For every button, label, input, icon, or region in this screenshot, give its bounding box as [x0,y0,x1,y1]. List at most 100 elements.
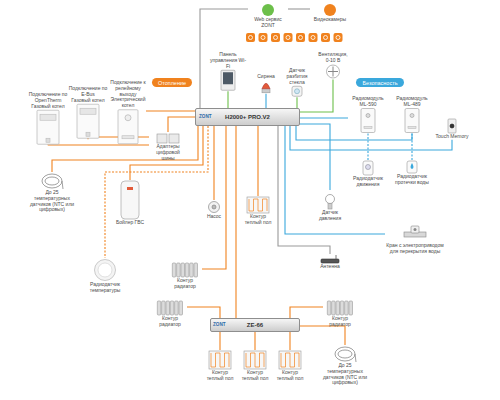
device-node: Подключение к релейному выходуЭлектричес… [110,80,146,145]
connector-line [202,126,226,269]
device-node: До 25 температурных датчиков (NTC или ци… [320,345,370,386]
leak-icon [407,161,417,173]
device-node: Контур теплый пол [275,350,305,382]
node-text: Безопасность [362,80,397,86]
pump-icon [209,202,220,213]
icon-slot [334,346,356,362]
icon-slot [324,4,336,16]
icon-slot [405,109,419,133]
icon-slot [244,351,266,369]
device-node: Видеокамеры [310,3,350,23]
brand-label: ZONT [199,114,212,119]
device-node: Контур теплый пол [205,350,235,382]
radiator-icon [157,301,182,315]
node-text: До 25 температурных датчиков (NTC или ци… [320,363,370,386]
node-text: Адаптеры цифровой шины [149,144,187,161]
icon-slot [321,255,339,263]
connector-line [278,126,330,254]
node-text: Датчик разбития стекла [281,68,313,85]
icon-slot [209,351,231,369]
node-text: Контур теплый пол [240,370,270,382]
coil-icon [335,347,356,362]
device-node: Антенна [315,254,345,270]
device-node: Датчик разбития стекла [281,68,313,97]
icon-slot [407,161,417,173]
node-text: Панель управления Wi-Fi [208,52,248,69]
device-node: Подключение по OpenThermГазовый котел [28,92,68,145]
icon-slot [404,226,426,242]
feature-glyph [286,36,290,40]
radcircle-icon [95,260,116,281]
module-icon [361,109,375,133]
device-node: Радиомодуль ML-590 [348,96,388,134]
device-node: Радиомодуль ML-489 [392,96,432,134]
node-text: Газовый котел [71,98,104,104]
node-text: Радиодатчик температуры [83,282,127,294]
device-node: Контур радиатор [153,300,187,328]
boiler-icon [37,110,59,144]
valve-icon [404,226,426,237]
icon-slot [247,197,269,213]
node-text: Кран с электроприводом для перекрытия во… [385,243,445,255]
node-text: Отопление [158,80,186,86]
device-node: Адаптеры цифровой шины [149,132,187,161]
glass-icon [292,86,302,96]
device-node: Датчик давления [313,190,347,222]
icon-slot [94,259,116,281]
connector-line [213,126,214,200]
circG-icon [262,4,274,16]
connector-line [265,94,266,108]
icon-slot [157,301,183,315]
feature-icon [246,33,255,42]
icon-slot [118,110,138,144]
connector-line [300,80,333,113]
node-text: Электрический котел [110,97,146,109]
node-text: Видеокамеры [314,17,346,23]
connector-line [200,9,248,108]
device-node: Контур теплый пол [240,350,270,382]
node-text: Контур теплый пол [205,370,235,382]
feature-icon [284,33,293,42]
icon-slot [326,65,340,79]
device-node: Панель управления Wi-Fi [208,52,248,91]
feature-icon [259,33,268,42]
connector-line [187,307,220,318]
circO-icon [324,4,336,16]
device-node: Кран с электроприводом для перекрытия во… [385,225,445,255]
icon-slot [448,119,456,133]
coil-icon [42,174,63,189]
motion-icon [363,161,373,175]
module-icon [405,109,419,133]
connector-line [300,124,330,190]
feature-glyph [336,36,340,40]
floor-icon [209,351,231,369]
icon-slot [121,181,139,219]
node-text: До 25 температурных датчиков (NTC или ци… [27,190,77,213]
connector-line [219,332,220,350]
node-text: ZE-66 [247,322,263,329]
eboiler-icon [118,110,138,144]
connector-line [48,144,149,145]
connector-line [290,307,323,318]
icon-slot [279,351,301,369]
siren-icon [262,83,270,93]
node-text: Датчик давления [313,210,347,222]
node-text: Вентиляция, 0-10 В [316,52,350,64]
connector-line [367,134,368,161]
feature-glyph [249,36,253,40]
tank-icon [121,181,139,219]
connector-line [296,97,297,108]
feature-icon [321,33,330,42]
connector-line [227,91,228,108]
icon-slot [262,4,274,16]
category-pill: Безопасность [356,78,403,87]
feature-icon [309,33,318,42]
category-pill: Отопление [152,78,192,87]
node-text: Сирена [257,74,275,80]
icon-slot [363,161,373,175]
device-node: Радиодатчик температуры [83,258,127,294]
device-node: Насос [206,200,222,220]
connector-line [254,332,255,350]
device-node: Сирена [253,74,279,94]
